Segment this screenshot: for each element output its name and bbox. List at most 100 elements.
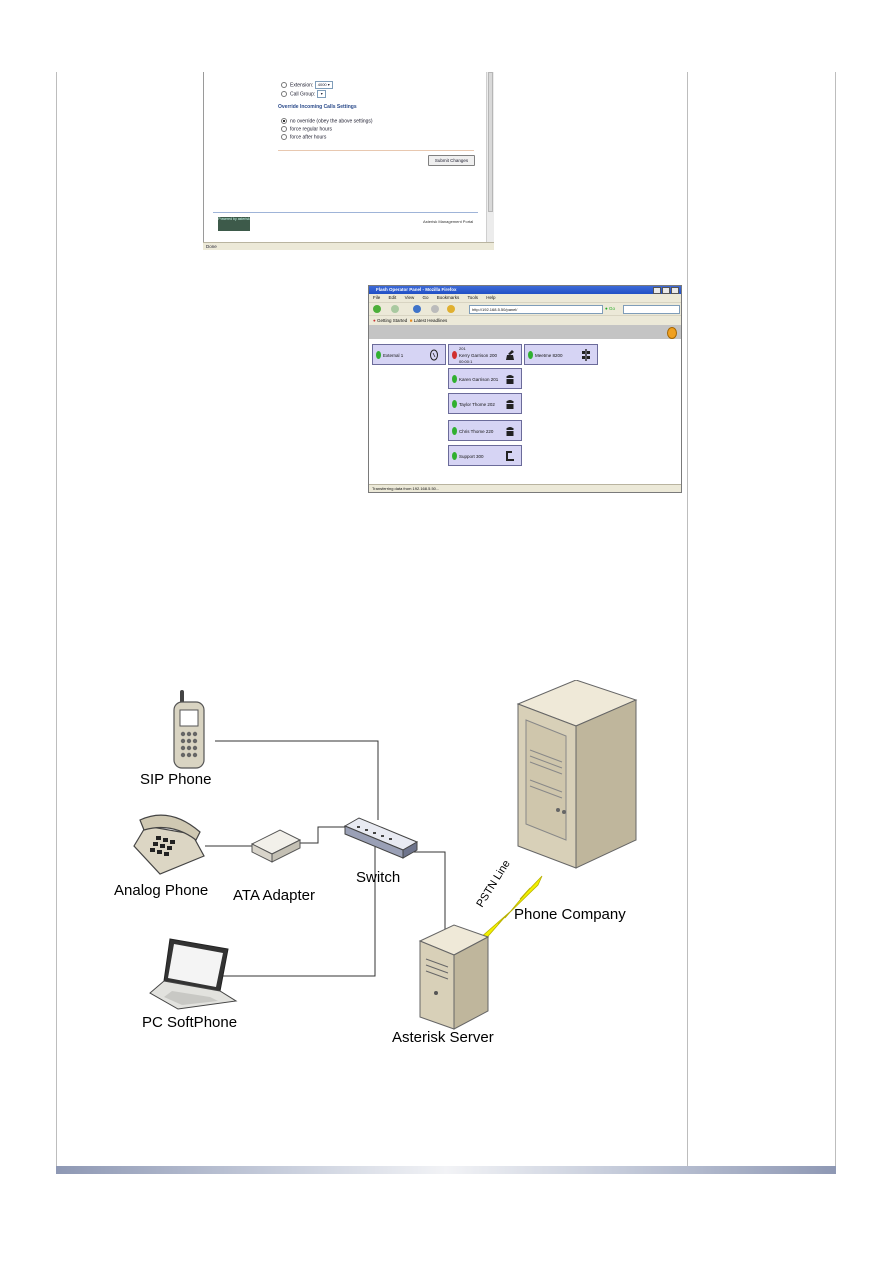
phone-icon xyxy=(506,427,514,436)
button-label: Taylor Thome 202 xyxy=(459,402,495,407)
panel-button-support[interactable]: Support 300 xyxy=(448,445,522,466)
asterisk-server-icon xyxy=(418,924,490,1030)
call-group-label: Call Group: xyxy=(290,91,316,98)
maximize-icon[interactable] xyxy=(662,287,670,294)
phone-icon xyxy=(506,375,514,384)
phone-company-server-icon xyxy=(516,680,638,869)
menu-edit[interactable]: Edit xyxy=(388,295,397,300)
panel-button-chris[interactable]: Chris Thome 220 xyxy=(448,420,522,441)
panel-button-karen[interactable]: Karen Garrison 201 xyxy=(448,368,522,389)
extension-select[interactable]: 4000 ▾ xyxy=(314,81,333,89)
status-led-icon xyxy=(452,400,457,408)
button-top-text: 201 xyxy=(459,346,466,351)
call-group-row: Call Group: ▾ xyxy=(281,90,326,98)
button-label: Kerry Garrison 200 xyxy=(459,353,498,358)
extension-radio[interactable] xyxy=(281,82,287,88)
panel-body: External 1 201 Kerry Garrison 200 00:00:… xyxy=(369,339,681,466)
laptop-icon xyxy=(149,938,238,1010)
menu-help[interactable]: Help xyxy=(486,295,496,300)
close-icon[interactable] xyxy=(671,287,679,294)
panel-button-taylor[interactable]: Taylor Thome 202 xyxy=(448,393,522,414)
option-force-after[interactable]: force after hours xyxy=(281,134,326,140)
fop-logo-icon xyxy=(667,327,677,339)
pstn-line-label: PSTN Line xyxy=(474,858,512,909)
search-input[interactable] xyxy=(623,305,680,314)
menu-bookmarks[interactable]: Bookmarks xyxy=(436,295,460,300)
connection-lines xyxy=(205,740,446,977)
option-radio[interactable] xyxy=(281,118,287,124)
extension-label: Extension: xyxy=(290,82,314,89)
analog-phone-label: Analog Phone xyxy=(114,882,209,899)
call-timer: 00:00:1 xyxy=(459,359,473,364)
reload-icon[interactable] xyxy=(413,305,421,313)
phone-company-label: Phone Company xyxy=(514,906,626,923)
panel-button-external[interactable]: External 1 xyxy=(372,344,446,365)
switch-label: Switch xyxy=(356,869,401,886)
menu-tools[interactable]: Tools xyxy=(467,295,478,300)
go-button[interactable]: ● Go xyxy=(605,306,615,311)
trunk-icon xyxy=(430,349,438,361)
divider xyxy=(278,150,474,151)
option-radio[interactable] xyxy=(281,134,287,140)
button-label: External 1 xyxy=(383,353,404,358)
bookmarks-toolbar: ● Getting Started ■ Latest Headlines xyxy=(369,315,681,325)
button-label: Support 300 xyxy=(459,454,484,459)
status-led-icon xyxy=(528,351,533,359)
call-group-radio[interactable] xyxy=(281,91,287,97)
status-bar: Done xyxy=(203,242,494,250)
status-led-icon xyxy=(452,427,457,435)
footer-gradient-bar xyxy=(56,1166,836,1174)
call-group-select[interactable]: ▾ xyxy=(316,90,326,98)
forward-icon[interactable] xyxy=(391,305,399,313)
button-label: Karen Garrison 201 xyxy=(459,377,499,382)
bookmark-latest-headlines[interactable]: Latest Headlines xyxy=(413,318,448,323)
phone-icon xyxy=(506,400,514,409)
queue-phone-icon xyxy=(506,451,514,461)
divider xyxy=(213,212,478,213)
menu-go[interactable]: Go xyxy=(422,295,429,300)
submit-changes-button[interactable]: Submit Changes xyxy=(428,155,475,166)
sidebar-divider xyxy=(687,72,688,1172)
minimize-icon[interactable] xyxy=(653,287,661,294)
ata-adapter-label: ATA Adapter xyxy=(233,887,315,904)
panel-header xyxy=(369,325,681,339)
option-force-regular[interactable]: force regular hours xyxy=(281,126,332,132)
asterisk-logo: Powered by asterisk xyxy=(218,217,250,231)
page-right-border xyxy=(835,72,836,1172)
sip-phone-icon xyxy=(173,690,205,769)
panel-button-meetme[interactable]: Meetme 8200 xyxy=(524,344,598,365)
window-titlebar: Flash Operator Panel - Mozilla Firefox xyxy=(369,286,681,294)
address-bar[interactable]: http://192.168.5.50/panel/ xyxy=(469,305,603,314)
menu-file[interactable]: File xyxy=(373,295,381,300)
button-label: Chris Thome 220 xyxy=(459,429,494,434)
status-led-icon xyxy=(452,351,457,359)
bookmark-getting-started[interactable]: Getting Started xyxy=(376,318,408,323)
button-label: Meetme 8200 xyxy=(535,353,563,358)
phone-offhook-icon xyxy=(506,350,514,360)
conference-icon xyxy=(582,349,590,361)
ata-adapter-icon xyxy=(250,829,302,863)
scrollbar[interactable] xyxy=(486,72,494,242)
home-icon[interactable] xyxy=(447,305,455,313)
option-no-override[interactable]: no override (obey the above settings) xyxy=(281,118,373,124)
bookmark-icon: ● xyxy=(373,318,376,323)
page-left-border xyxy=(56,72,57,1172)
panel-button-kerry[interactable]: 201 Kerry Garrison 200 00:00:1 xyxy=(448,344,522,365)
scrollbar-thumb[interactable] xyxy=(488,72,493,212)
menu-bar: File Edit View Go Bookmarks Tools Help xyxy=(369,294,681,302)
pc-softphone-label: PC SoftPhone xyxy=(142,1014,238,1031)
status-bar: Transferring data from 192.168.5.50... xyxy=(369,484,681,492)
window-title: Flash Operator Panel - Mozilla Firefox xyxy=(376,287,457,292)
status-led-icon xyxy=(452,375,457,383)
navigation-toolbar: http://192.168.5.50/panel/ ● Go xyxy=(369,302,681,315)
asterisk-server-label: Asterisk Server xyxy=(392,1029,494,1046)
status-led-icon xyxy=(452,452,457,460)
pstn-link xyxy=(471,875,543,951)
menu-view[interactable]: View xyxy=(404,295,415,300)
portal-screenshot: Extension: 4000 ▾ Call Group: ▾ Override… xyxy=(203,72,494,250)
stop-icon[interactable] xyxy=(431,305,439,313)
analog-phone-icon xyxy=(133,814,205,875)
back-icon[interactable] xyxy=(373,305,381,313)
option-radio[interactable] xyxy=(281,126,287,132)
switch-icon xyxy=(343,817,419,859)
